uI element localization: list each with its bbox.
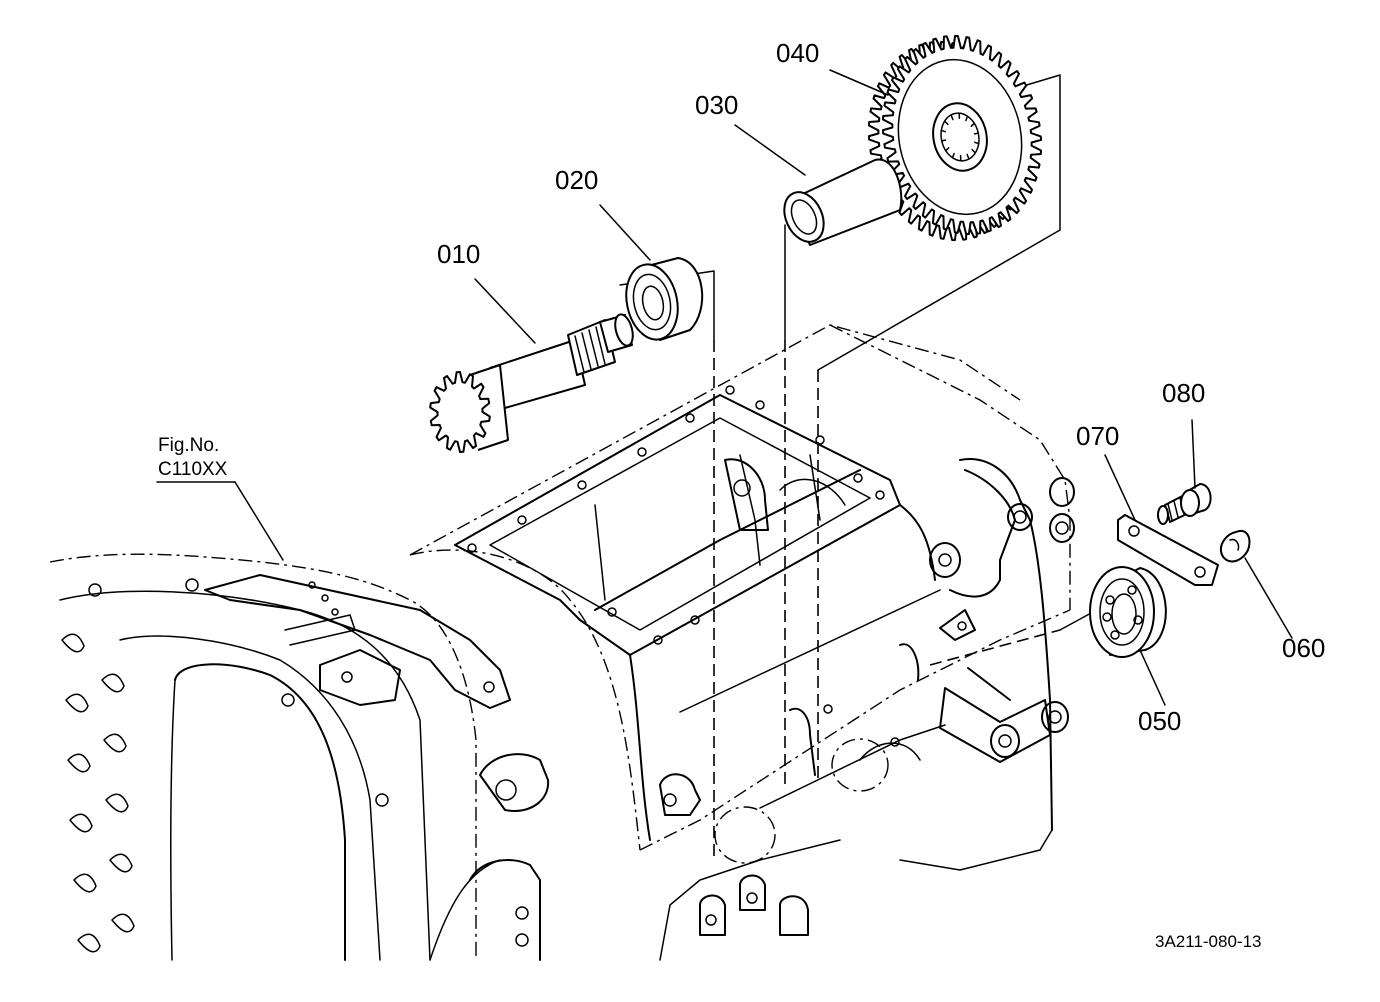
gear-040-spline [944,147,950,152]
label-part-030[interactable]: 030 [695,90,739,120]
label-part-020[interactable]: 020 [555,165,599,195]
transmission-housing [49,324,1075,961]
gear-040-spline [943,120,949,126]
fig-reference-label: Fig.No. [158,435,220,456]
part-080-bolt [1157,483,1212,525]
label-part-060[interactable]: 060 [1282,633,1326,663]
label-part-050[interactable]: 050 [1138,706,1182,736]
part-060-circlip [1220,529,1251,563]
gear-040-spline [940,139,947,142]
gear-040-spline [971,148,977,154]
gear-040-spline [965,115,969,122]
fig-reference-number[interactable]: C110XX [158,459,228,480]
part-010-pinion-shaft [429,313,634,453]
label-part-010[interactable]: 010 [437,239,481,269]
label-part-080[interactable]: 080 [1162,378,1206,408]
gear-040-ring-0 [897,58,1023,216]
label-part-040[interactable]: 040 [776,38,820,68]
gear-040-spline [940,129,946,133]
gear-040-spline [973,132,980,135]
gear-040-spline [950,114,954,121]
gear-040-spline [970,122,976,127]
part-050-bearing [1089,566,1167,658]
gear-040-ring-1 [932,102,988,172]
gear-040-spline [966,153,970,160]
gear-040-spline [974,141,980,145]
drawing-code: 3A211-080-13 [1155,932,1262,951]
part-030-bushing [783,158,903,246]
label-part-070[interactable]: 070 [1076,421,1120,451]
part-040-gear [868,34,1042,242]
gear-040-spline [951,152,955,159]
part-020-bearing [625,257,704,341]
leader-lines [156,69,1293,706]
part-070-plate [1117,514,1219,586]
